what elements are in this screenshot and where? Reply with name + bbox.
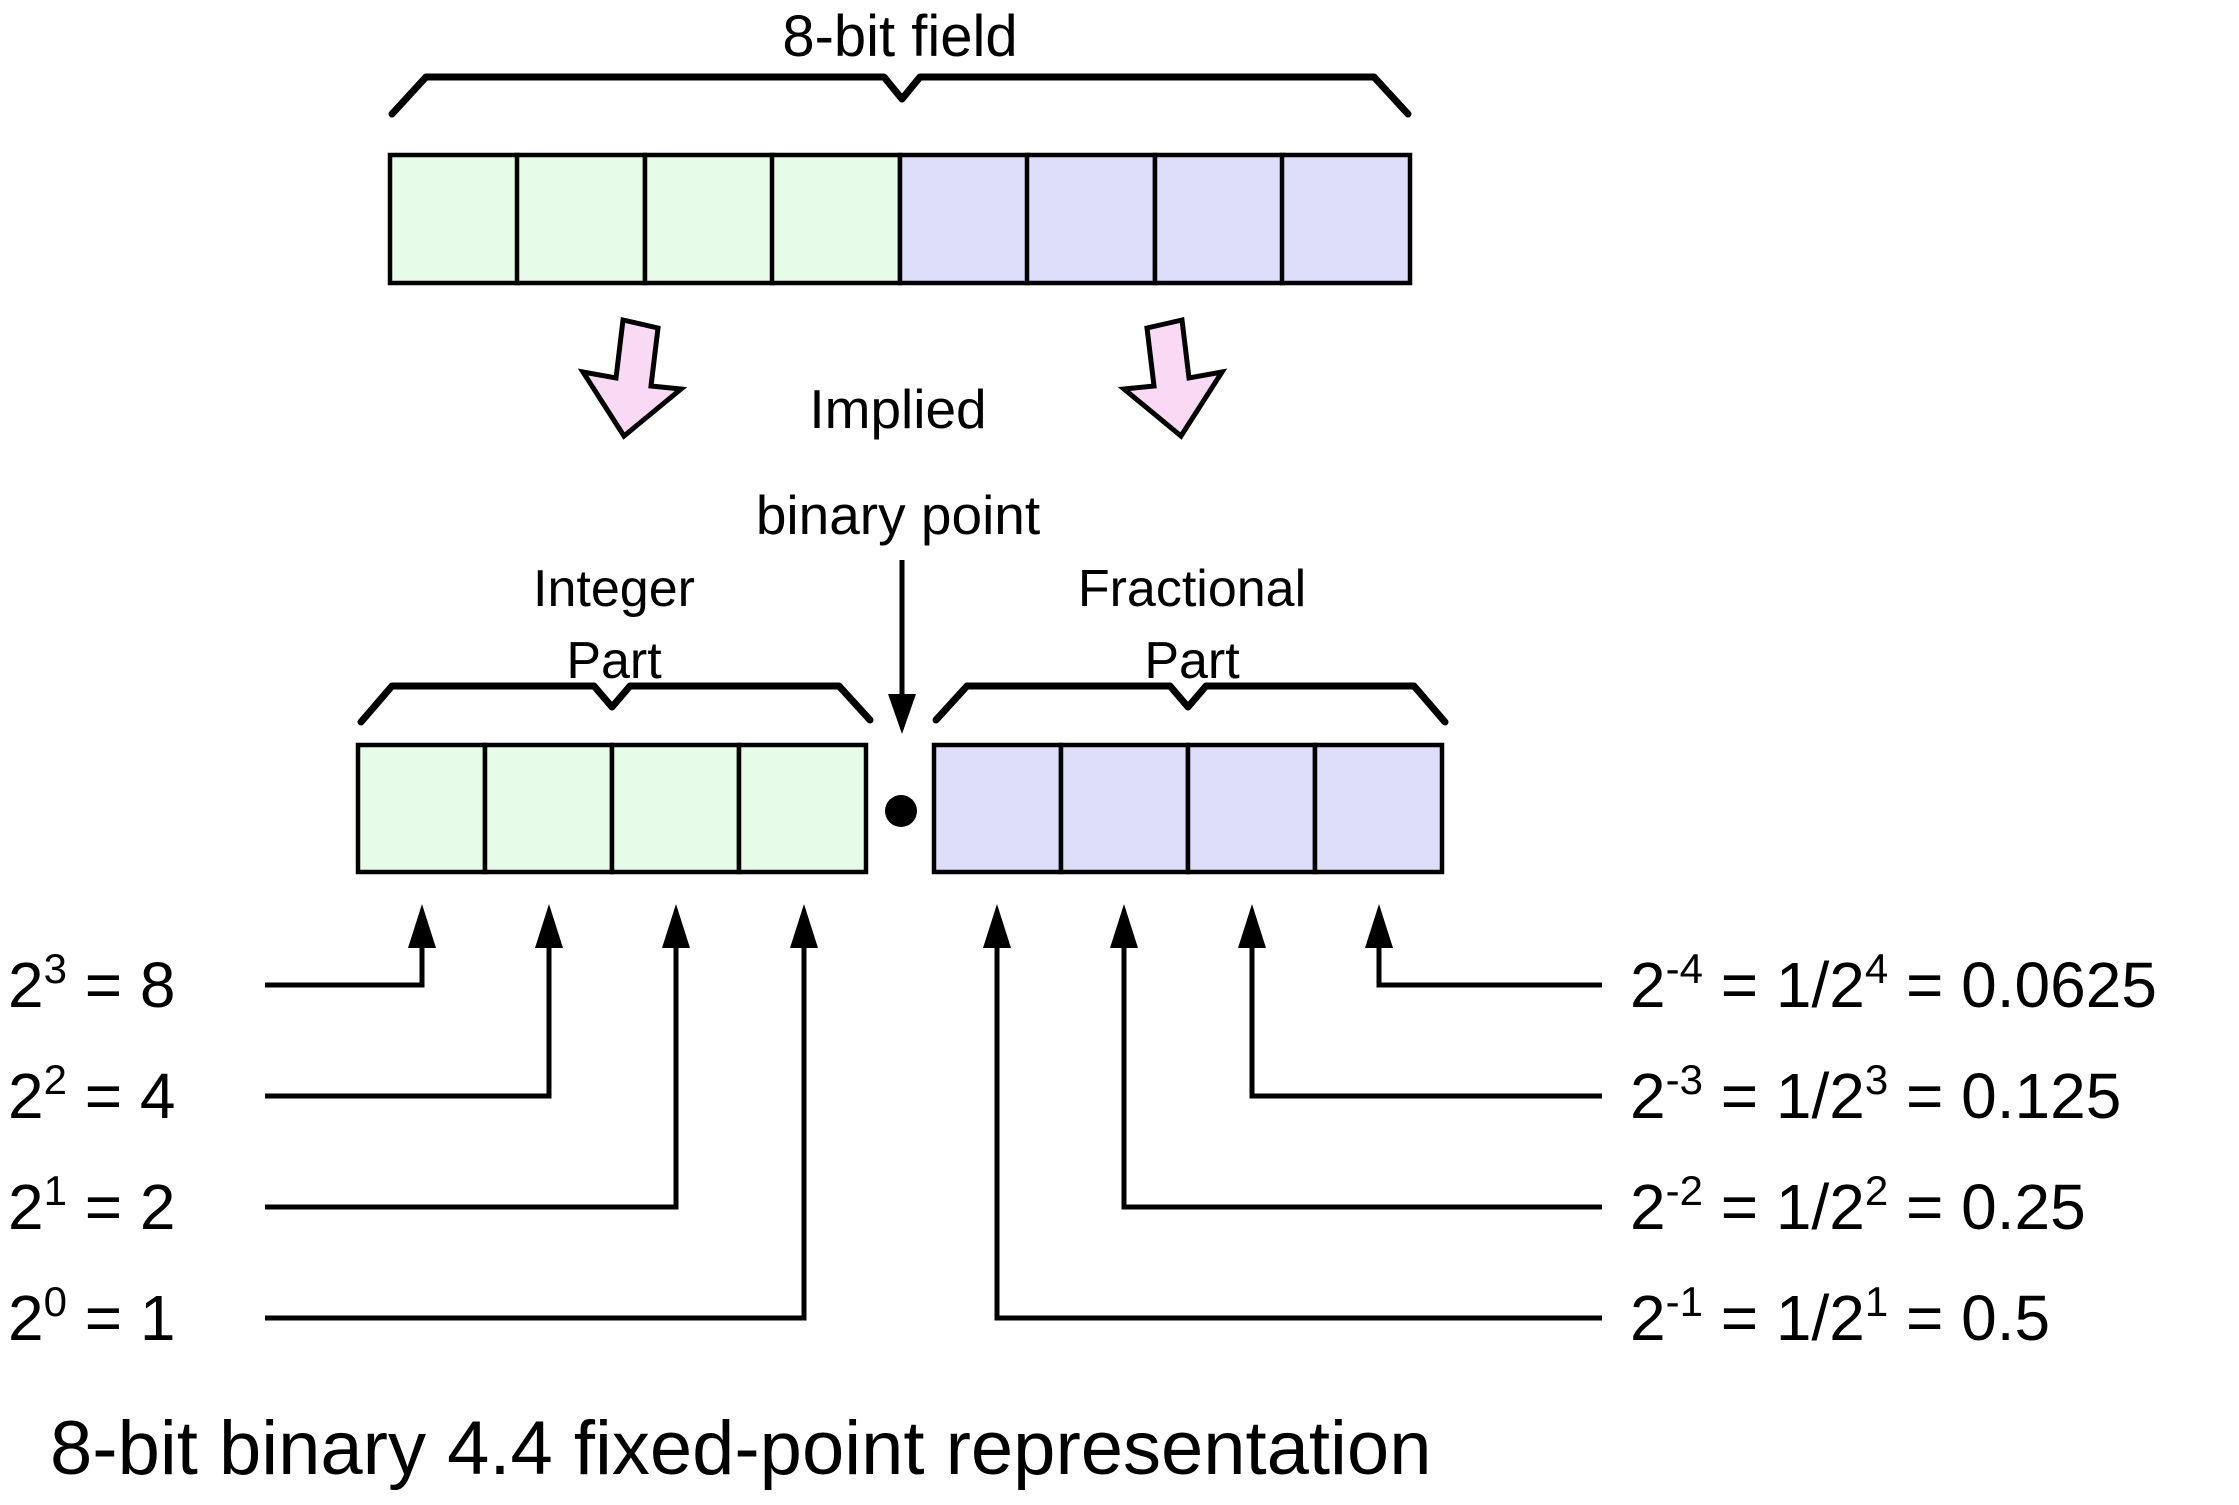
field-label: 8-bit field [782,4,1017,69]
weight-label-2: 21 = 2 [8,1167,175,1243]
fractional-brace-icon [932,682,1449,726]
binary-point-dot [885,795,917,827]
integer-brace-icon [357,682,874,726]
bit-cell-integer [609,742,742,875]
bit-cell-fraction [1312,742,1445,875]
bit-cell-fraction [931,742,1064,875]
bit-cell-integer [769,152,903,286]
fractional-part-label-line1: Fractional [1078,560,1306,618]
integer-part-label-line1: Integer [533,560,695,618]
fractional-weight-connectors [983,904,1602,1321]
bit-cell-integer [642,152,776,286]
diagram-caption: 8-bit binary 4.4 fixed-point representat… [50,1406,1431,1491]
integer-weight-connectors [265,904,818,1321]
weight-label-0625: 2-4 = 1/24 = 0.0625 [1630,945,2157,1021]
weight-label-5: 2-1 = 1/21 = 0.5 [1630,1278,2050,1354]
weight-label-1: 20 = 1 [8,1278,175,1354]
bit-cell-integer [482,742,615,875]
down-arrow-right-icon [1117,316,1228,440]
implied-label-line2: binary point [756,484,1040,546]
bit-cell-integer [514,152,648,286]
weight-label-8: 23 = 8 [8,945,175,1021]
implied-label-line1: Implied [809,378,986,440]
top-bit-row [387,152,1413,286]
integer-part-label-line2: Part [566,632,662,690]
bit-cell-fraction [1279,152,1413,286]
implied-point-arrow-icon [888,560,916,734]
bit-cell-fraction [1185,742,1318,875]
bit-cell-integer [736,742,869,875]
weight-label-4: 22 = 4 [8,1056,175,1132]
down-arrow-left-icon [577,316,688,440]
integer-bit-row [355,742,869,875]
bit-cell-integer [387,152,521,286]
fraction-bit-row [931,742,1445,875]
bit-cell-fraction [1058,742,1191,875]
bit-cell-fraction [1152,152,1286,286]
weight-label-25: 2-2 = 1/22 = 0.25 [1630,1167,2086,1243]
weight-label-125: 2-3 = 1/23 = 0.125 [1630,1056,2121,1132]
top-brace-icon [388,73,1412,118]
bit-cell-fraction [1024,152,1158,286]
bit-cell-fraction [897,152,1031,286]
fractional-part-label-line2: Part [1144,632,1240,690]
bit-cell-integer [355,742,488,875]
